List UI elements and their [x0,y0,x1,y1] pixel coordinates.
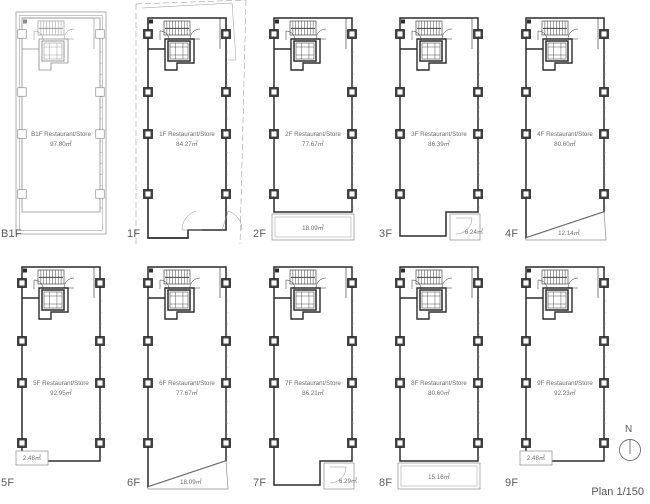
floor-tag-6f: 6F [127,477,141,489]
svg-text:92.95㎡: 92.95㎡ [50,389,72,397]
svg-text:86.39㎡: 86.39㎡ [428,140,450,148]
floor-plan-drawing-1f: 1F Restaurant/Store 84.27㎡ [135,0,247,245]
floor-plan-drawing-8f: 15.16㎡ 8F Restaurant/Store 80.60㎡ [395,266,483,490]
floor-tag-7f: 7F [253,477,267,489]
floor-plan-b1f: B1F Restaurant/Store 97.80㎡ [2,0,132,249]
svg-text:1F Restaurant/Store: 1F Restaurant/Store [159,131,215,138]
floor-plan-drawing-7f: 6.29㎡ 7F Restaurant/Store 86.21㎡ [269,266,358,490]
scale-label: Plan 1/150 [591,486,644,498]
svg-text:97.80㎡: 97.80㎡ [50,140,72,148]
floor-plan-drawing-2f: 18.09㎡ 2F Restaurant/Store 77.67㎡ [269,17,357,241]
floor-plan-drawing-5f: 2.48㎡ 5F Restaurant/Store 92.95㎡ [15,266,105,466]
svg-text:8F Restaurant/Store: 8F Restaurant/Store [411,380,467,387]
svg-text:18.09㎡: 18.09㎡ [180,478,202,486]
north-arrow-icon [619,439,641,461]
floor-tag-3f: 3F [379,228,393,240]
floor-plan-drawing-b1f: B1F Restaurant/Store 97.80㎡ [15,11,107,235]
svg-text:84.27㎡: 84.27㎡ [176,140,198,148]
floor-plan-5f: 2.48㎡ 5F Restaurant/Store 92.95㎡ [2,249,132,498]
floor-plan-drawing-4f: 12.14㎡ 4F Restaurant/Store 80.60㎡ [521,17,609,241]
svg-text:B1F Restaurant/Store: B1F Restaurant/Store [31,131,91,138]
floor-tag-b1f: B1F [1,228,22,240]
svg-text:77.67㎡: 77.67㎡ [176,389,198,397]
svg-text:4F Restaurant/Store: 4F Restaurant/Store [537,131,593,138]
floor-plan-2f: 18.09㎡ 2F Restaurant/Store 77.67㎡ [254,0,384,249]
svg-text:6.24㎡: 6.24㎡ [465,228,484,236]
floor-tag-5f: 5F [1,477,15,489]
floor-tag-4f: 4F [505,228,519,240]
svg-text:6.29㎡: 6.29㎡ [339,477,358,485]
svg-text:86.21㎡: 86.21㎡ [302,389,324,397]
svg-text:2.48㎡: 2.48㎡ [527,454,546,462]
floor-plan-drawing-3f: 6.24㎡ 3F Restaurant/Store 86.39㎡ [395,17,484,241]
svg-text:9F Restaurant/Store: 9F Restaurant/Store [537,380,593,387]
svg-text:15.16㎡: 15.16㎡ [428,473,450,481]
floor-tag-1f: 1F [127,228,141,240]
floor-plan-drawing-9f: 2.48㎡ 9F Restaurant/Store 92.23㎡ [519,266,609,466]
svg-text:80.60㎡: 80.60㎡ [554,140,576,148]
svg-text:77.67㎡: 77.67㎡ [302,140,324,148]
svg-text:12.14㎡: 12.14㎡ [558,229,580,237]
svg-text:6F Restaurant/Store: 6F Restaurant/Store [159,380,215,387]
svg-text:3F Restaurant/Store: 3F Restaurant/Store [411,131,467,138]
floor-plan-9f: 2.48㎡ 9F Restaurant/Store 92.23㎡ [506,249,636,498]
floor-plan-6f: 18.09㎡ 6F Restaurant/Store 77.67㎡ [128,249,258,498]
floor-plan-3f: 6.24㎡ 3F Restaurant/Store 86.39㎡ [380,0,510,249]
floor-tag-8f: 8F [379,477,393,489]
north-label: N [625,424,633,435]
svg-text:5F Restaurant/Store: 5F Restaurant/Store [33,380,89,387]
north-arrow: N [612,424,648,470]
floor-tag-2f: 2F [253,228,267,240]
floor-plan-8f: 15.16㎡ 8F Restaurant/Store 80.60㎡ [380,249,510,498]
svg-text:2.48㎡: 2.48㎡ [23,454,42,462]
floor-plan-drawing-6f: 18.09㎡ 6F Restaurant/Store 77.67㎡ [143,266,231,490]
floor-plan-7f: 6.29㎡ 7F Restaurant/Store 86.21㎡ [254,249,384,498]
svg-text:92.23㎡: 92.23㎡ [554,389,576,397]
svg-text:2F Restaurant/Store: 2F Restaurant/Store [285,131,341,138]
svg-text:18.09㎡: 18.09㎡ [302,224,324,232]
svg-text:80.60㎡: 80.60㎡ [428,389,450,397]
svg-text:7F Restaurant/Store: 7F Restaurant/Store [285,380,341,387]
floor-plan-4f: 12.14㎡ 4F Restaurant/Store 80.60㎡ [506,0,636,249]
floor-tag-9f: 9F [505,477,519,489]
floor-plan-1f: 1F Restaurant/Store 84.27㎡ [128,0,258,249]
